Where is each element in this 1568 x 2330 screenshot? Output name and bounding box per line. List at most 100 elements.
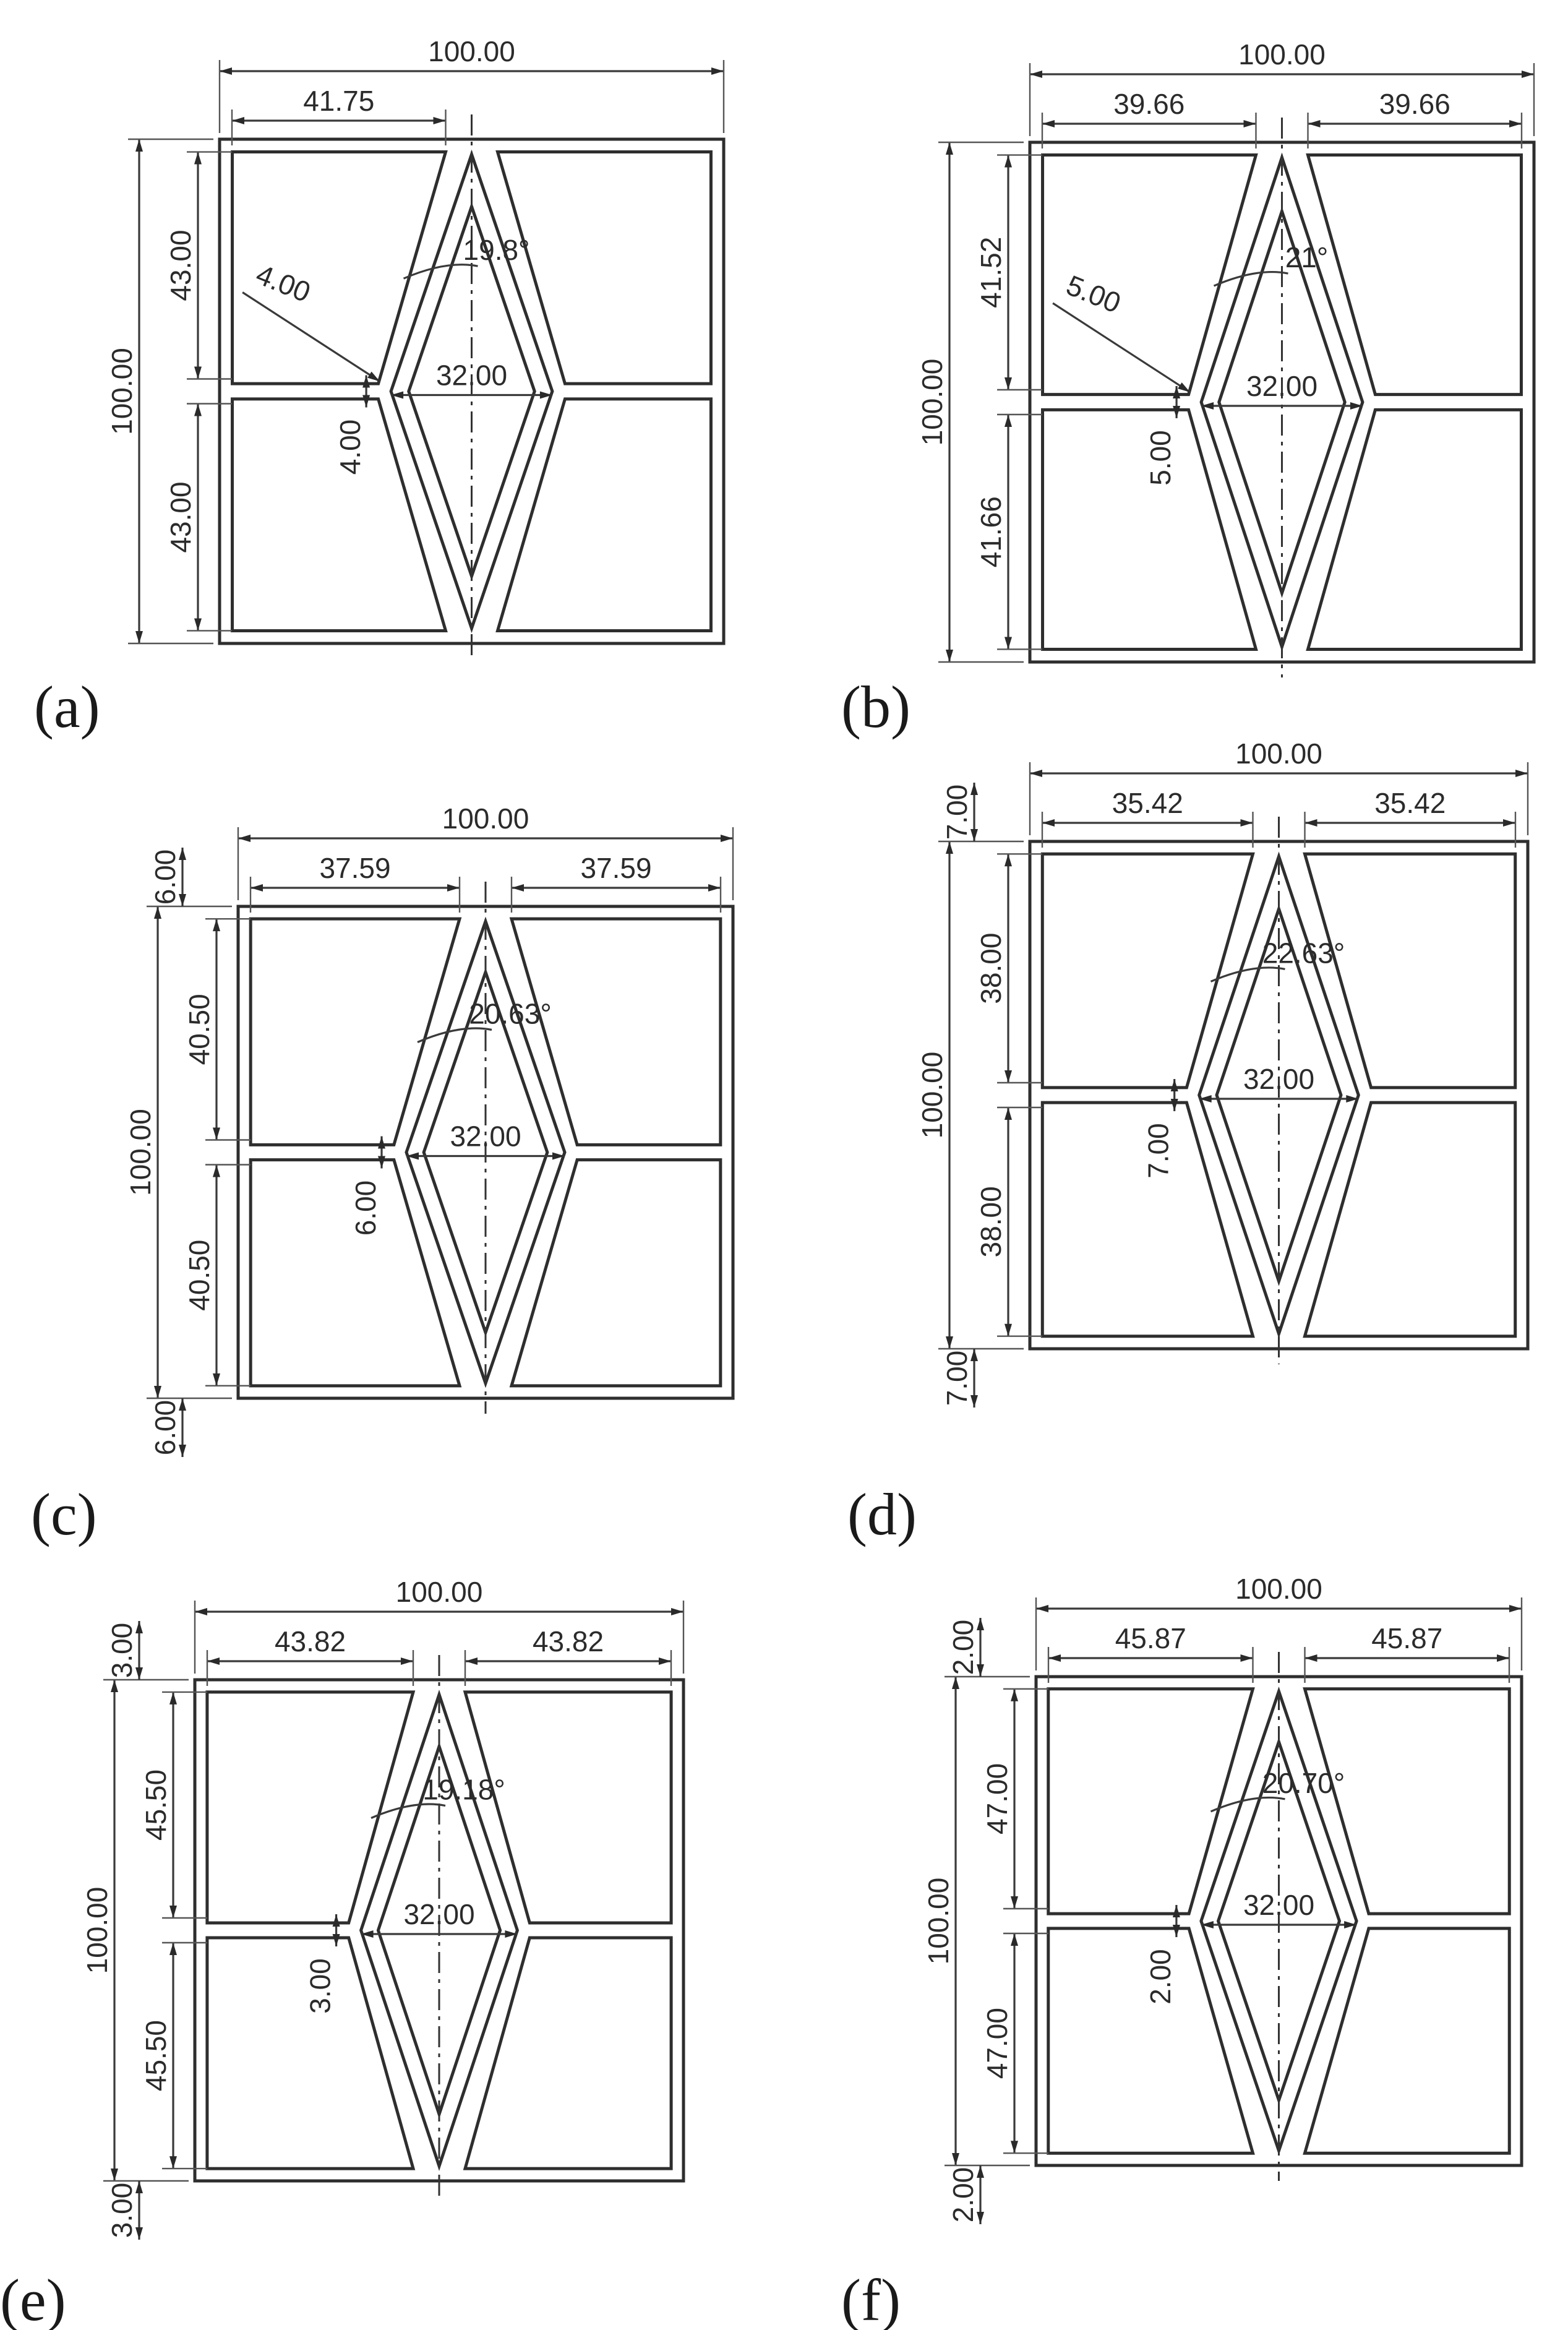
cell-bottom-right bbox=[1303, 1101, 1517, 1338]
gap-arrow bbox=[1170, 1079, 1178, 1091]
overall-height-value: 100.00 bbox=[106, 348, 138, 435]
bottom-margin-value: 2.00 bbox=[947, 2167, 979, 2223]
angle-arc bbox=[403, 264, 478, 280]
overall-height-arrow bbox=[952, 2153, 959, 2165]
overall-height-arrow bbox=[154, 906, 161, 919]
upper-cell-height-arrow bbox=[1005, 377, 1012, 390]
top-margin-arrow bbox=[179, 848, 186, 860]
top-right-width-arrow bbox=[708, 884, 721, 892]
upper-cell-height-arrow bbox=[169, 1692, 177, 1705]
angle-arc bbox=[1210, 1796, 1285, 1813]
rhombus-diagonal-value: 32.00 bbox=[1243, 1889, 1314, 1921]
bottom-margin-arrow bbox=[179, 1398, 186, 1411]
lower-cell-height-arrow bbox=[169, 2156, 177, 2169]
overall-height-arrow bbox=[111, 1680, 118, 1692]
panel-label: (b) bbox=[841, 674, 910, 740]
joint-gap-value: 6.00 bbox=[349, 1180, 382, 1236]
top-left-width-value: 41.75 bbox=[303, 85, 374, 117]
cell-top-left bbox=[1040, 852, 1255, 1090]
thickness-leader bbox=[1052, 302, 1191, 393]
gap-arrow bbox=[378, 1136, 385, 1149]
top-left-width-arrow bbox=[433, 117, 446, 124]
cell-top-left bbox=[249, 917, 462, 1146]
rhombus-diagonal-value: 32.00 bbox=[1246, 370, 1317, 402]
upper-cell-height-value: 47.00 bbox=[981, 1763, 1013, 1834]
top-margin-arrow bbox=[977, 1664, 984, 1677]
lower-cell-height-value: 41.66 bbox=[975, 496, 1007, 567]
strut-angle-value: 20.70° bbox=[1262, 1767, 1345, 1799]
strut-angle-value: 19.18° bbox=[422, 1774, 505, 1806]
joint-gap-value: 5.00 bbox=[1144, 430, 1176, 486]
upper-cell-height-arrow bbox=[1005, 854, 1012, 867]
upper-cell-height-value: 43.00 bbox=[165, 230, 197, 301]
wall-thickness-value: 4.00 bbox=[252, 258, 315, 309]
strut-angle-value: 19.8° bbox=[463, 234, 530, 266]
cell-top-left bbox=[1047, 1687, 1255, 1915]
gap-arrow bbox=[362, 395, 371, 408]
rhombus-diagonal-arrow bbox=[1199, 1095, 1212, 1103]
top-margin-arrow bbox=[970, 829, 978, 841]
lower-cell-height-arrow bbox=[1005, 415, 1012, 427]
upper-cell-height-value: 45.50 bbox=[140, 1769, 172, 1841]
thickness-leader bbox=[242, 291, 380, 382]
top-margin-value: 2.00 bbox=[947, 1620, 979, 1675]
overall-width-arrow bbox=[711, 67, 724, 75]
top-right-width-arrow bbox=[1305, 1654, 1317, 1662]
overall-height-arrow bbox=[952, 1677, 959, 1689]
top-right-width-arrow bbox=[465, 1657, 478, 1665]
overall-width-arrow bbox=[721, 835, 733, 842]
overall-width-value: 100.00 bbox=[428, 35, 515, 67]
top-margin-arrow bbox=[135, 1621, 143, 1633]
angle-arc bbox=[371, 1803, 446, 1819]
overall-height-arrow bbox=[135, 631, 143, 643]
top-margin-value: 6.00 bbox=[149, 849, 181, 905]
top-left-width-value: 35.42 bbox=[1112, 787, 1183, 819]
panel-label: (c) bbox=[31, 1481, 97, 1547]
overall-width-arrow bbox=[1509, 1605, 1522, 1612]
top-right-width-value: 35.42 bbox=[1374, 787, 1446, 819]
upper-cell-height-arrow bbox=[169, 1906, 177, 1918]
rhombus-diagonal-arrow bbox=[361, 1930, 374, 1938]
cell-bottom-right bbox=[495, 397, 713, 632]
top-left-width-arrow bbox=[207, 1657, 220, 1665]
top-margin-value: 7.00 bbox=[941, 785, 973, 840]
overall-width-arrow bbox=[1515, 770, 1528, 777]
rhombus-diagonal-arrow bbox=[1201, 402, 1214, 410]
rhombus-diagonal-value: 32.00 bbox=[436, 359, 507, 392]
cell-bottom-left bbox=[249, 1158, 462, 1388]
cell-top-right bbox=[1303, 852, 1517, 1090]
lower-cell-height-arrow bbox=[169, 1943, 177, 1955]
gap-arrow bbox=[332, 1934, 340, 1946]
panel-label: (f) bbox=[841, 2267, 901, 2330]
overall-height-arrow bbox=[111, 2169, 118, 2181]
bottom-margin-value: 7.00 bbox=[941, 1351, 973, 1406]
lower-cell-height-arrow bbox=[1011, 1933, 1018, 1946]
top-left-width-value: 37.59 bbox=[319, 852, 390, 884]
bottom-margin-value: 3.00 bbox=[106, 2183, 138, 2238]
overall-width-arrow bbox=[238, 835, 251, 842]
overall-height-value: 100.00 bbox=[916, 359, 948, 446]
panel-label: (d) bbox=[847, 1481, 917, 1547]
top-left-width-value: 43.82 bbox=[275, 1625, 346, 1657]
upper-cell-height-arrow bbox=[194, 366, 202, 379]
rhombus-diagonal-arrow bbox=[539, 391, 552, 399]
top-right-width-arrow bbox=[1305, 819, 1317, 827]
overall-width-arrow bbox=[1030, 770, 1042, 777]
cell-top-right bbox=[463, 1690, 673, 1925]
top-right-width-arrow bbox=[1308, 120, 1321, 127]
rhombus-diagonal-arrow bbox=[1201, 1921, 1214, 1928]
top-left-width-arrow bbox=[1042, 120, 1055, 127]
overall-width-value: 100.00 bbox=[396, 1576, 483, 1608]
overall-height-arrow bbox=[946, 1336, 953, 1349]
panel-a: 100.0041.75100.0043.0043.0032.0019.8°4.0… bbox=[34, 35, 726, 740]
upper-cell-height-arrow bbox=[1011, 1896, 1018, 1909]
lower-cell-height-arrow bbox=[194, 618, 202, 631]
gap-arrow bbox=[1170, 1099, 1178, 1111]
cell-bottom-right bbox=[509, 1158, 722, 1388]
upper-cell-height-arrow bbox=[213, 1127, 220, 1140]
cell-bottom-left bbox=[1040, 1101, 1255, 1338]
top-right-width-value: 43.82 bbox=[533, 1625, 604, 1657]
